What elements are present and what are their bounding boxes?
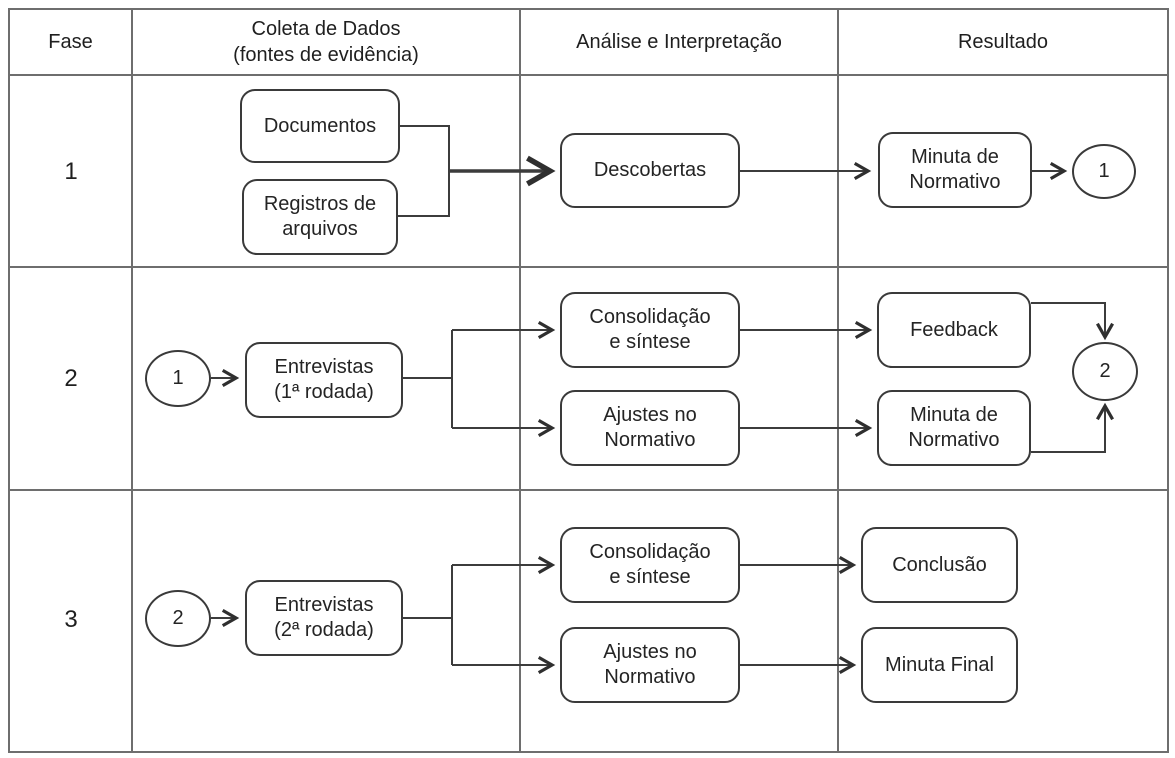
column-header-fase: Fase xyxy=(48,31,93,53)
column-header-coleta-line2: (fontes de evidência) xyxy=(233,44,419,66)
connector-circle-1-out: 1 xyxy=(1072,144,1136,199)
table-grid xyxy=(8,8,1169,753)
node-minuta-de-normativo-2: Minuta de Normativo xyxy=(877,390,1031,466)
column-header-coleta-line1: Coleta de Dados xyxy=(251,18,401,40)
column-header-analise: Análise e Interpretação xyxy=(576,31,782,53)
connector-circle-2-in: 2 xyxy=(145,590,211,647)
node-feedback: Feedback xyxy=(877,292,1031,368)
connector-circle-2-out: 2 xyxy=(1072,342,1138,401)
node-registros-de-arquivos: Registros de arquivos xyxy=(242,179,398,255)
node-entrevistas-2a-rodada: Entrevistas (2ª rodada) xyxy=(245,580,403,656)
node-ajustes-no-normativo-3: Ajustes no Normativo xyxy=(560,627,740,703)
column-header-coleta: Coleta de Dados (fontes de evidência) xyxy=(132,9,520,75)
node-conclusao: Conclusão xyxy=(861,527,1018,603)
arrow-minuta2-to-circle2 xyxy=(1031,402,1115,453)
table-outer-border xyxy=(8,8,1169,753)
column-header-resultado: Resultado xyxy=(957,31,1049,53)
phase1-connectors xyxy=(398,125,1068,217)
phase1-number: 1 xyxy=(64,158,78,185)
node-consolidacao-e-sintese-3: Consolidação e síntese xyxy=(560,527,740,603)
phase3-connectors xyxy=(211,555,857,675)
arrow-feedback-to-circle2 xyxy=(1031,302,1115,341)
node-documentos: Documentos xyxy=(240,89,400,163)
node-minuta-de-normativo-1: Minuta de Normativo xyxy=(878,132,1032,208)
node-descobertas: Descobertas xyxy=(560,133,740,208)
merge-bracket-sources xyxy=(398,125,450,217)
phase3-number: 3 xyxy=(64,606,78,633)
phase2-connectors xyxy=(211,302,1115,453)
node-entrevistas-1a-rodada: Entrevistas (1ª rodada) xyxy=(245,342,403,418)
node-consolidacao-e-sintese-2: Consolidação e síntese xyxy=(560,292,740,368)
node-ajustes-no-normativo-2: Ajustes no Normativo xyxy=(560,390,740,466)
node-minuta-final: Minuta Final xyxy=(861,627,1018,703)
connector-circle-1-in: 1 xyxy=(145,350,211,407)
phase2-number: 2 xyxy=(64,365,78,392)
